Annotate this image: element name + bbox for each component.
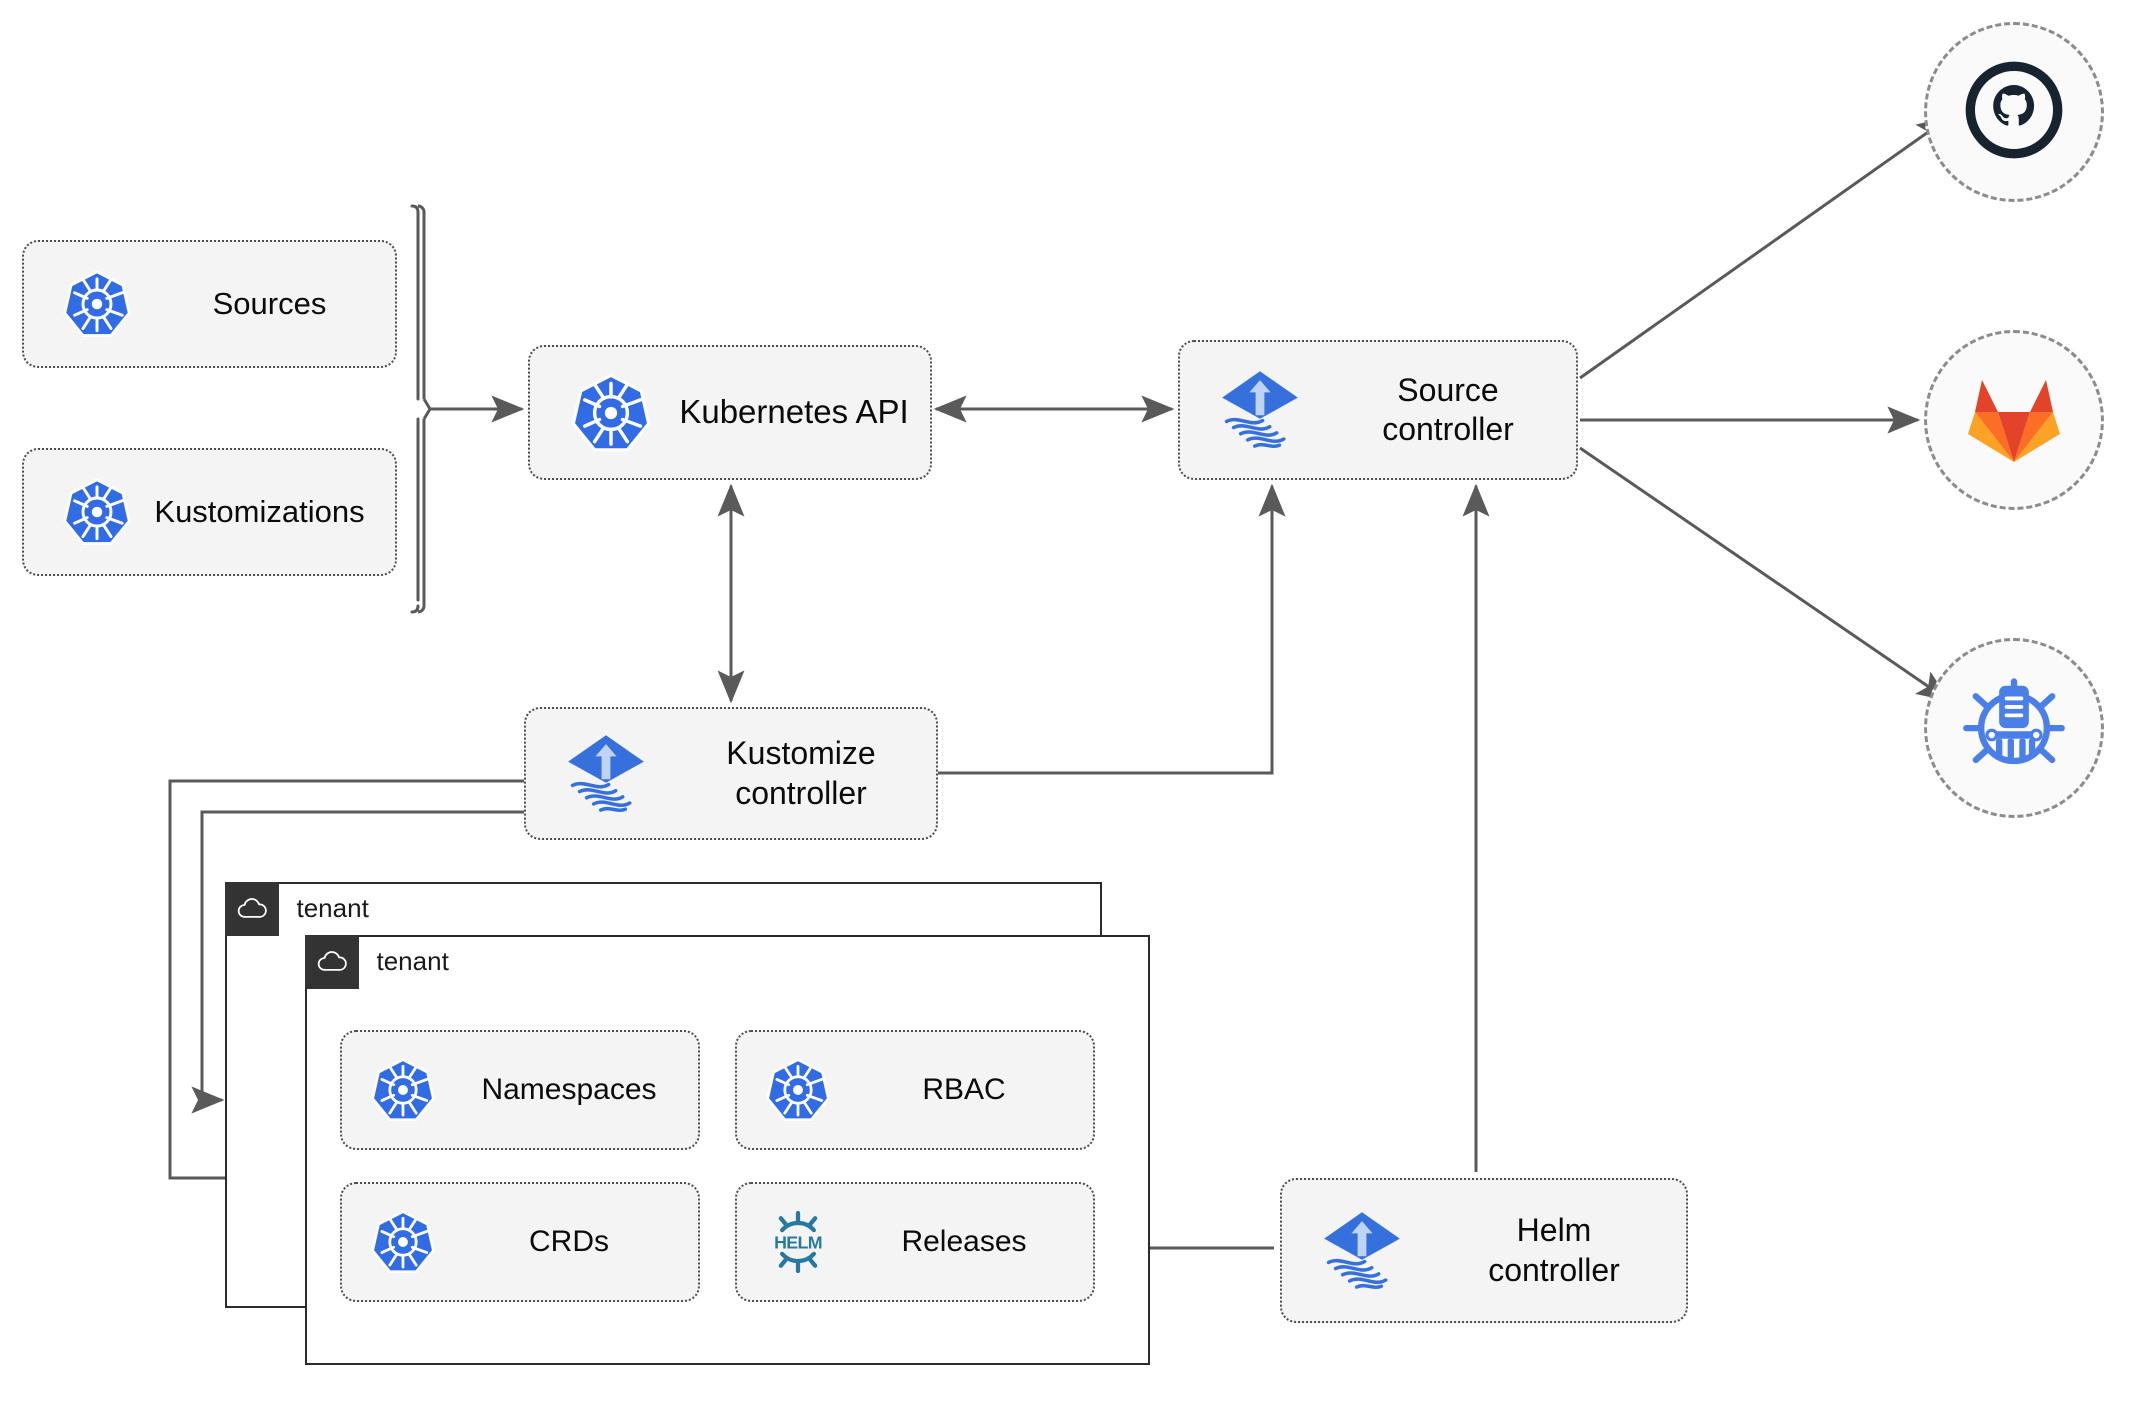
helm-icon: HELM	[765, 1209, 831, 1275]
flux-icon	[1216, 366, 1304, 454]
node-label: Kubernetes API	[679, 393, 909, 431]
tenant-label: tenant	[376, 946, 449, 976]
node-rbac[interactable]: RBAC	[735, 1030, 1095, 1150]
kubernetes-icon	[765, 1057, 831, 1123]
wire-srcctl-github	[1579, 116, 1950, 380]
gitlab-icon	[1964, 370, 2064, 471]
node-label: RBAC	[922, 1072, 1006, 1106]
node-label: Sources	[212, 286, 327, 322]
tenant-tab: tenant	[224, 881, 369, 936]
cloud-icon	[224, 881, 279, 936]
bracket-lower	[417, 605, 426, 614]
kubernetes-icon	[370, 1209, 436, 1275]
node-kustomize-controller[interactable]: Kustomize controller	[524, 707, 938, 840]
github-icon	[1962, 58, 2066, 167]
node-label: CRDs	[529, 1224, 609, 1258]
node-label: Kustomizations	[154, 494, 365, 530]
node-namespaces[interactable]: Namespaces	[340, 1030, 700, 1150]
bracket-upper	[417, 204, 426, 213]
node-label: Helm controller	[1488, 1212, 1620, 1288]
node-label: Kustomize controller	[726, 735, 876, 811]
node-kustomizations[interactable]: Kustomizations	[22, 448, 397, 576]
node-crds[interactable]: CRDs	[340, 1182, 700, 1302]
flux-icon	[1318, 1207, 1406, 1295]
provider-github[interactable]	[1924, 22, 2104, 202]
bucket-icon	[1961, 673, 2067, 784]
tenant-label: tenant	[296, 893, 369, 923]
node-source-controller[interactable]: Source controller	[1178, 340, 1578, 480]
provider-gitlab[interactable]	[1924, 330, 2104, 510]
wire-kusctl-srcctl	[938, 483, 1286, 775]
input-group-bracket	[410, 204, 420, 614]
kubernetes-icon	[370, 1057, 436, 1123]
node-kubernetes-api[interactable]: Kubernetes API	[528, 345, 932, 480]
wire-srcctl-bucket	[1579, 446, 1950, 702]
flux-icon	[562, 730, 650, 818]
node-helm-controller[interactable]: Helm controller	[1280, 1178, 1688, 1323]
svg-text:HELM: HELM	[774, 1233, 822, 1253]
node-sources[interactable]: Sources	[22, 240, 397, 368]
cloud-icon	[304, 934, 359, 989]
provider-bucket[interactable]	[1924, 638, 2104, 818]
node-releases[interactable]: HELM Releases	[735, 1182, 1095, 1302]
kubernetes-icon	[62, 269, 132, 339]
tenant-tab: tenant	[304, 934, 449, 989]
node-label: Source controller	[1382, 371, 1514, 447]
node-label: Namespaces	[481, 1072, 657, 1106]
node-label: Releases	[901, 1224, 1027, 1258]
kubernetes-icon	[570, 372, 652, 454]
kubernetes-icon	[62, 477, 132, 547]
bracket-pinch	[422, 398, 432, 420]
